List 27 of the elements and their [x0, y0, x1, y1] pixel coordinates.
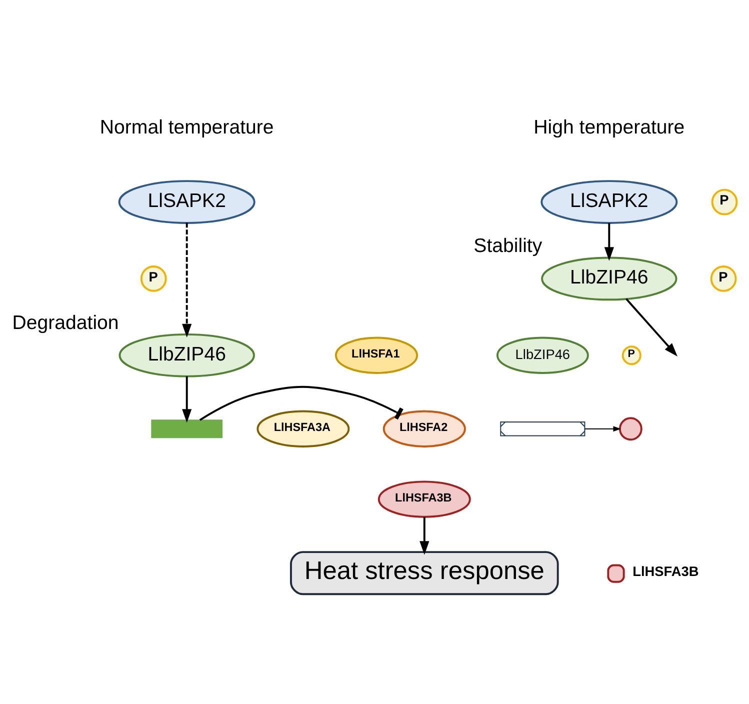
- node-ellipse: LlSAPK2: [118, 180, 256, 224]
- node-ellipse: LlbZIP46: [118, 332, 255, 377]
- node-ellipse: LlbZIP46: [496, 336, 589, 374]
- node-ellipse: LlSAPK2: [540, 180, 678, 224]
- node-ellipse: LlHSFA3B: [378, 480, 471, 518]
- arrow: [604, 222, 614, 260]
- legend-label: LlHSFA3B: [632, 564, 699, 579]
- node-circle: P: [622, 345, 642, 365]
- node-circle: P: [140, 265, 167, 292]
- arrow: [420, 516, 430, 554]
- arrow: [182, 376, 192, 422]
- connector: [199, 385, 404, 420]
- node-bar: [151, 419, 223, 438]
- node-circle: P: [711, 188, 738, 215]
- label: High temperature: [534, 116, 685, 138]
- node-ellipse: LlHSFA1: [334, 336, 418, 374]
- label: Normal temperature: [100, 116, 274, 138]
- node-circle: P: [710, 265, 737, 292]
- node-ellipse: LlHSFA3A: [256, 410, 350, 447]
- node-circle: [618, 416, 642, 440]
- node-box: Heat stress response: [290, 550, 559, 595]
- arrow: [182, 222, 192, 338]
- arrow: [584, 426, 622, 432]
- arrow: [626, 298, 678, 356]
- node-label: Degradation: [12, 311, 119, 334]
- node-label: Stability: [474, 234, 542, 257]
- node-ellipse: LlbZIP46: [541, 256, 678, 300]
